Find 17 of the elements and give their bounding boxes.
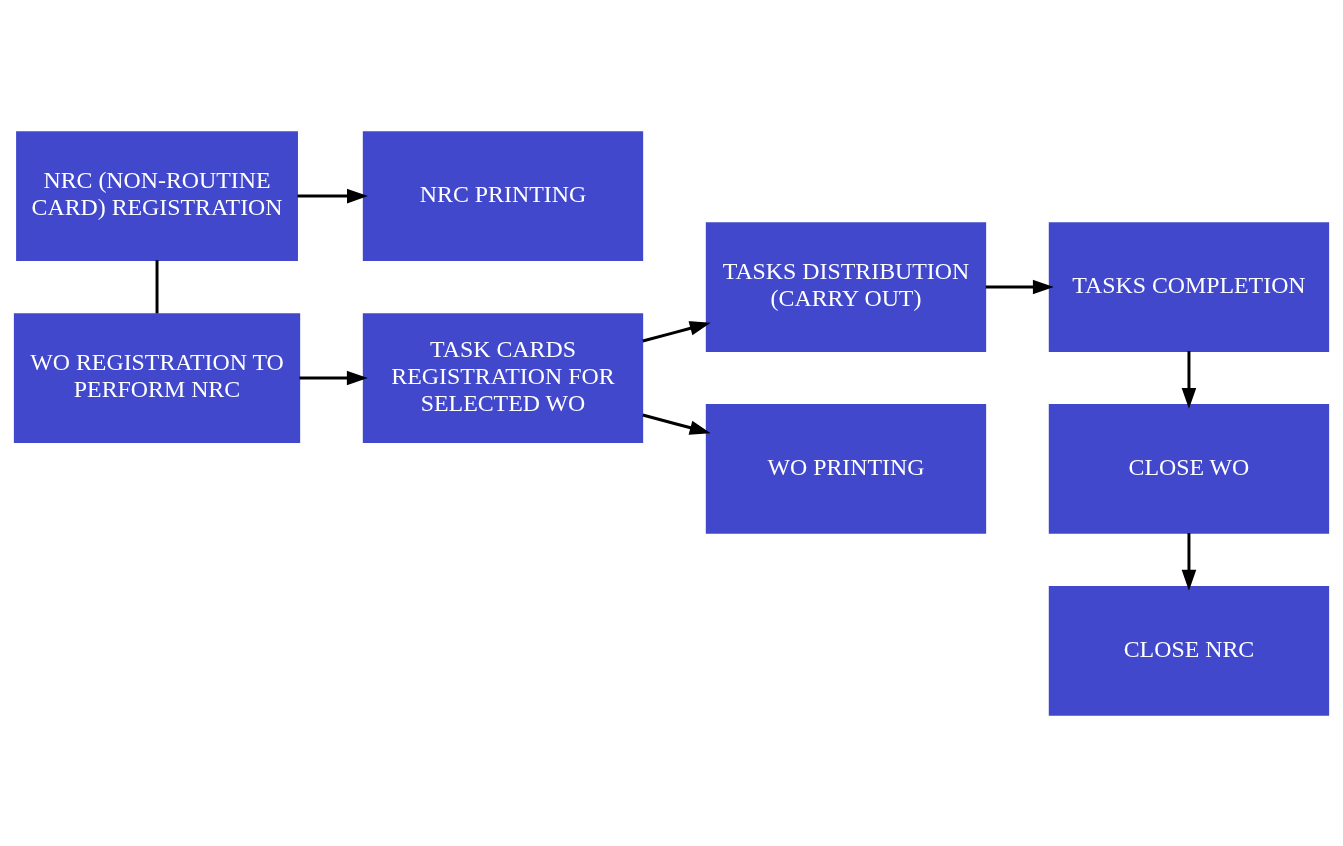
node-box: NRC PRINTING <box>362 130 644 261</box>
arrow <box>299 370 368 385</box>
node-box: TASK CARDS REGISTRATION FOR SELECTED WO <box>362 312 644 443</box>
arrow <box>642 413 711 435</box>
arrow <box>1181 350 1197 409</box>
node-box: CLOSE NRC <box>1048 585 1330 716</box>
arrow <box>642 320 711 342</box>
arrow <box>1181 532 1197 591</box>
connector <box>155 259 159 313</box>
node-box: TASKS COMPLETION <box>1048 221 1330 352</box>
arrow <box>297 188 368 203</box>
node-box: TASKS DISTRIBUTION (CARRY OUT) <box>705 221 987 352</box>
node-box: WO PRINTING <box>705 403 987 534</box>
node-box: WO REGISTRATION TO PERFORM NRC <box>13 312 301 443</box>
node-box: NRC (NON-ROUTINE CARD) REGISTRATION <box>16 130 298 261</box>
arrow <box>985 279 1054 294</box>
node-box: CLOSE WO <box>1048 403 1330 534</box>
